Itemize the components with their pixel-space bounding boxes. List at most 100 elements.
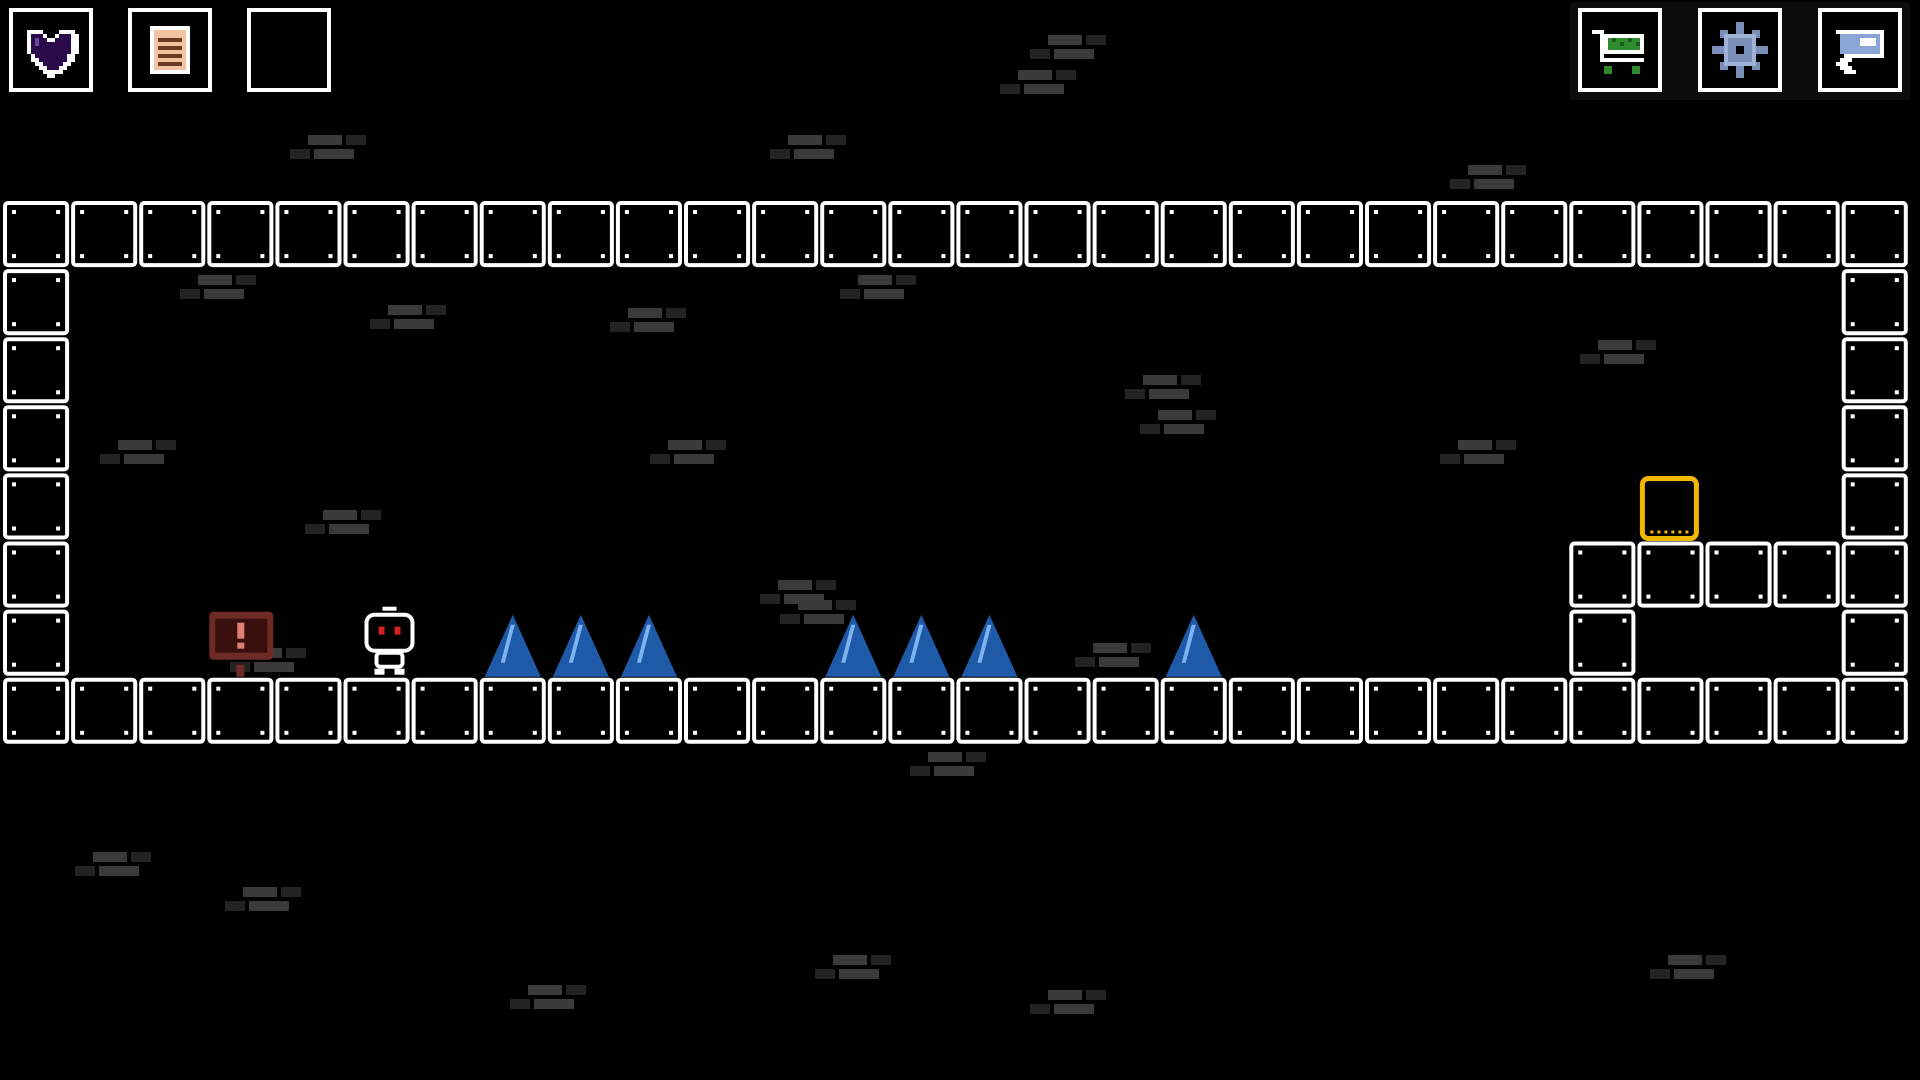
block-tile <box>1773 201 1840 268</box>
block-tile <box>1092 201 1159 268</box>
block-tile <box>752 201 819 268</box>
background-brick <box>1030 35 1106 59</box>
block-tile <box>1841 337 1908 404</box>
robot-player-icon <box>364 606 415 675</box>
background-brick <box>770 135 846 159</box>
block-tile <box>1569 677 1636 744</box>
background-brick <box>910 752 986 776</box>
block-tile <box>1501 201 1568 268</box>
empty-slot-icon <box>257 18 321 82</box>
block-tile <box>3 473 70 540</box>
block-tile <box>343 677 410 744</box>
return-arrow-icon <box>1836 30 1884 74</box>
warning-sign-icon[interactable] <box>209 611 274 677</box>
block-tile <box>615 201 683 268</box>
exit-door-icon[interactable] <box>1639 476 1699 541</box>
block-tile <box>1841 541 1908 608</box>
block-tile <box>547 677 614 744</box>
background-brick <box>225 887 301 911</box>
block-tile <box>1296 677 1364 744</box>
spike-hazard <box>620 614 677 677</box>
block-tile <box>1433 201 1500 268</box>
background-brick <box>610 308 686 332</box>
spike-hazard <box>961 614 1018 677</box>
block-tile <box>1705 201 1772 268</box>
background-brick <box>370 305 446 329</box>
block-tile <box>3 269 70 336</box>
block-tile <box>1160 201 1227 268</box>
block-tile <box>1773 677 1840 744</box>
block-tile <box>1705 541 1772 608</box>
block-tile <box>1024 677 1091 744</box>
block-tile <box>207 677 274 744</box>
block-tile <box>1841 405 1908 472</box>
block-tile <box>411 677 478 744</box>
settings-button[interactable] <box>1698 8 1782 92</box>
spike-hazard <box>484 614 541 677</box>
background-brick <box>100 440 176 464</box>
block-tile <box>1773 541 1840 608</box>
block-tile <box>3 337 70 404</box>
background-brick <box>650 440 726 464</box>
shop-button[interactable] <box>1578 8 1662 92</box>
block-tile <box>888 201 955 268</box>
background-brick <box>1030 990 1106 1014</box>
spike-hazard <box>552 614 609 677</box>
block-tile <box>1705 677 1772 744</box>
block-tile <box>1841 201 1908 268</box>
background-brick <box>1450 165 1526 189</box>
background-brick <box>290 135 366 159</box>
block-tile <box>275 201 342 268</box>
block-tile <box>343 201 410 268</box>
block-tile <box>1569 541 1636 608</box>
gear-icon <box>1712 22 1768 78</box>
spike-hazard <box>825 614 882 677</box>
block-tile <box>1637 677 1704 744</box>
block-tile <box>956 201 1023 268</box>
block-tile <box>1637 541 1704 608</box>
heart-icon <box>27 30 79 78</box>
block-tile <box>3 405 70 472</box>
block-tile <box>1841 269 1908 336</box>
block-tile <box>71 201 138 268</box>
block-tile <box>684 201 751 268</box>
notes-icon <box>150 26 190 74</box>
block-tile <box>1024 201 1091 268</box>
spike-hazard <box>1165 614 1222 677</box>
block-tile <box>684 677 751 744</box>
block-tile <box>1637 201 1704 268</box>
background-brick <box>1125 375 1201 399</box>
back-button[interactable] <box>1818 8 1902 92</box>
block-tile <box>1160 677 1227 744</box>
block-tile <box>479 201 546 268</box>
block-tile <box>1433 677 1500 744</box>
empty-slot <box>247 8 331 92</box>
journal-button[interactable] <box>128 8 212 92</box>
block-tile <box>820 677 887 744</box>
spike-hazard <box>893 614 950 677</box>
block-tile <box>411 201 478 268</box>
block-tile <box>3 677 70 744</box>
background-brick <box>1650 955 1726 979</box>
block-tile <box>275 677 342 744</box>
block-tile <box>479 677 546 744</box>
block-tile <box>820 201 887 268</box>
background-brick <box>760 580 836 604</box>
block-tile <box>1092 677 1159 744</box>
background-brick <box>510 985 586 1009</box>
block-tile <box>956 677 1023 744</box>
block-tile <box>888 677 955 744</box>
background-brick <box>180 275 256 299</box>
block-tile <box>139 201 206 268</box>
health-heart <box>9 8 93 92</box>
block-tile <box>3 201 70 268</box>
block-tile <box>1365 677 1432 744</box>
block-tile <box>139 677 206 744</box>
background-brick <box>780 600 856 624</box>
block-tile <box>1841 609 1908 676</box>
block-tile <box>615 677 683 744</box>
block-tile <box>71 677 138 744</box>
block-tile <box>1365 201 1432 268</box>
background-brick <box>815 955 891 979</box>
